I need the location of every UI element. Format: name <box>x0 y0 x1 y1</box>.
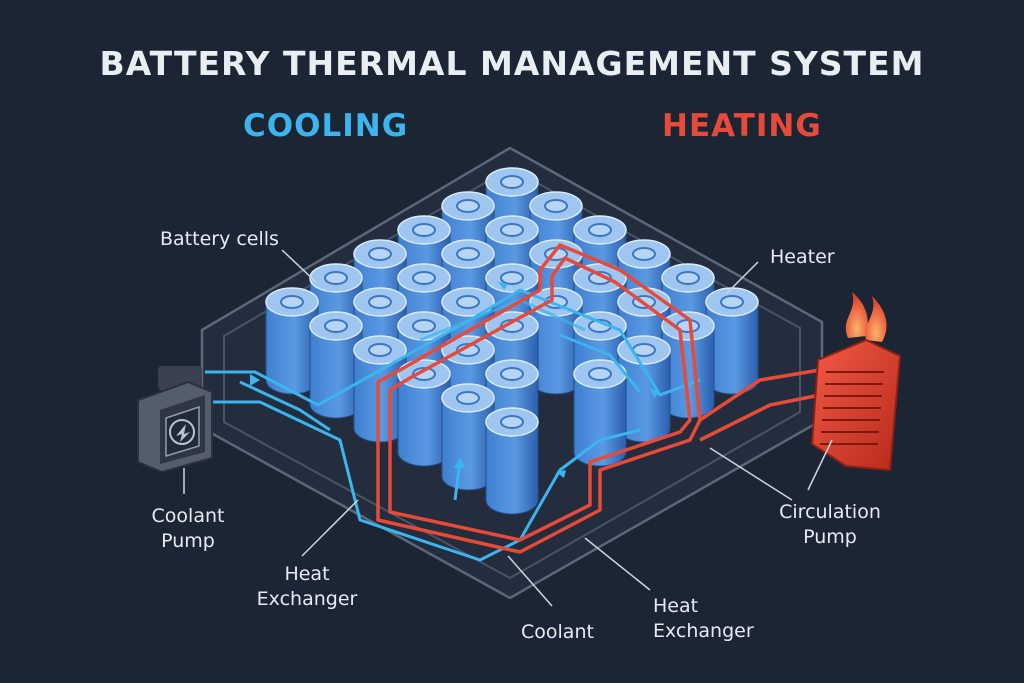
coolant-pump-label: Coolant Pump <box>146 504 230 554</box>
coolant-label: Coolant <box>521 621 594 643</box>
label-leader-lines <box>183 249 833 607</box>
heat-exchanger-right-line1: Heat <box>653 595 699 617</box>
cooling-flow-arrows <box>250 282 660 478</box>
battery-cell <box>617 335 671 443</box>
battery-cell <box>573 359 627 467</box>
circulation-pump-label: Circulation Pump <box>774 500 886 550</box>
battery-cell <box>705 287 759 395</box>
cooling-mode-label: COOLING <box>243 108 409 144</box>
heating-loop <box>376 243 821 554</box>
battery-cell <box>397 359 451 467</box>
battery-cell <box>265 287 319 395</box>
heat-exchanger-right-line2: Exchanger <box>653 620 754 642</box>
coolant-pump-label-line1: Coolant <box>151 505 225 527</box>
heater-label: Heater <box>770 246 835 268</box>
flame-heater-icon <box>810 292 902 472</box>
battery-cells-label: Battery cells <box>160 228 279 250</box>
cooling-loop <box>205 288 701 562</box>
heat-exchanger-right-label: Heat Exchanger <box>653 594 754 644</box>
diagram-title: BATTERY THERMAL MANAGEMENT SYSTEM <box>99 44 925 83</box>
battery-cell <box>309 311 363 419</box>
circulation-pump-label-line2: Pump <box>803 526 857 548</box>
heat-exchanger-left-label: Heat Exchanger <box>252 562 362 612</box>
heating-mode-label: HEATING <box>662 108 822 144</box>
battery-cell <box>485 407 539 515</box>
pump-icon <box>137 366 213 474</box>
heat-exchanger-left-line1: Heat <box>284 563 330 585</box>
coolant-pump-label-line2: Pump <box>161 530 215 552</box>
circulation-pump-label-line1: Circulation <box>779 501 881 523</box>
heat-exchanger-left-line2: Exchanger <box>256 588 358 610</box>
battery-cell <box>529 287 583 395</box>
